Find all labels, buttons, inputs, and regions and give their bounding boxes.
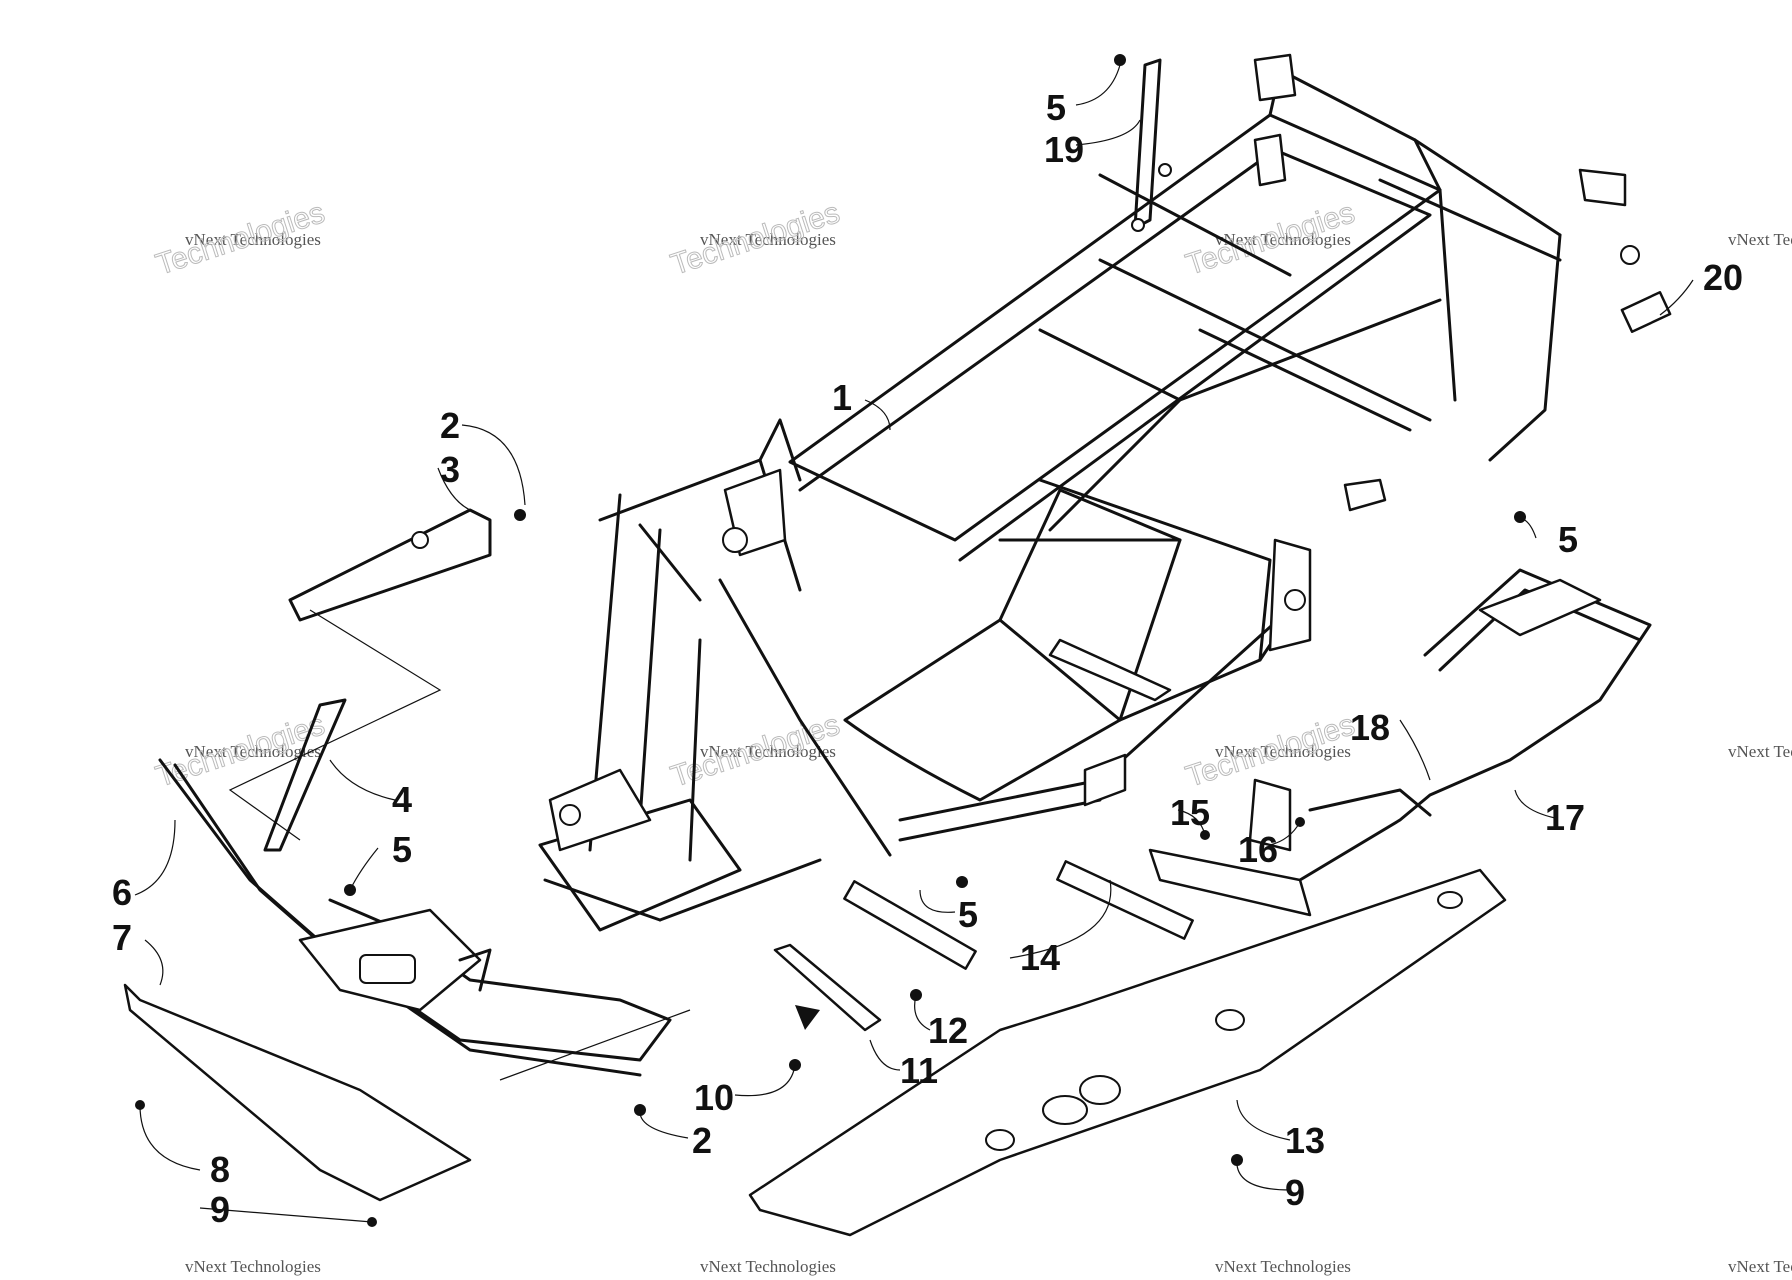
svg-text:vNext Technologies: vNext Technologies — [1215, 230, 1351, 249]
part-17-rear-frame — [1298, 568, 1652, 882]
watermark: vNext Technologies — [700, 1257, 836, 1276]
callout-2: 2 — [440, 405, 460, 446]
watermark: vNext Technologies — [1728, 742, 1792, 761]
callout-16: 16 — [1238, 829, 1278, 870]
callout-5: 5 — [392, 829, 412, 870]
leader-lines — [134, 64, 1694, 1223]
svg-text:vNext Technologies: vNext Technologies — [700, 1257, 836, 1276]
svg-text:vNext Technologies: vNext Technologies — [1728, 742, 1792, 761]
callout-14: 14 — [1020, 937, 1060, 978]
callout-2: 2 — [692, 1120, 712, 1161]
svg-text:vNext Technologies: vNext Technologies — [700, 230, 836, 249]
svg-text:vNext Technologies: vNext Technologies — [700, 742, 836, 761]
callout-5: 5 — [958, 894, 978, 935]
part-3-bracket — [288, 508, 492, 622]
watermark: vNext Technologies — [1215, 1257, 1351, 1276]
callout-20: 20 — [1703, 257, 1743, 298]
svg-text:vNext Technologies: vNext Technologies — [1215, 1257, 1351, 1276]
callout-12: 12 — [928, 1010, 968, 1051]
callout-11: 11 — [900, 1050, 938, 1091]
callout-9: 9 — [1285, 1172, 1305, 1213]
callout-8: 8 — [210, 1149, 230, 1190]
svg-text:vNext Technologies: vNext Technologies — [185, 1257, 321, 1276]
callouts: 1 2 3 2 5 4 5 6 7 8 9 10 11 12 5 14 15 1… — [112, 87, 1743, 1230]
part-13-main-skid-plate — [748, 868, 1507, 1237]
callout-17: 17 — [1545, 797, 1585, 838]
svg-text:vNext Technologies: vNext Technologies — [185, 230, 321, 249]
callout-5: 5 — [1558, 519, 1578, 560]
callout-10: 10 — [694, 1077, 734, 1118]
svg-text:vNext Technologies: vNext Technologies — [185, 742, 321, 761]
callout-5: 5 — [1046, 87, 1066, 128]
svg-text:vNext Technologies: vNext Technologies — [1728, 1257, 1792, 1276]
watermark: vNext Technologies — [1728, 230, 1792, 249]
part-11-bracket — [773, 943, 882, 1032]
callout-7: 7 — [112, 917, 132, 958]
svg-text:vNext Technologies: vNext Technologies — [1215, 742, 1351, 761]
svg-text:vNext Technologies: vNext Technologies — [1728, 230, 1792, 249]
callout-18: 18 — [1350, 707, 1390, 748]
part-4-bracket — [263, 698, 347, 852]
part-20-decal — [1620, 290, 1672, 334]
callout-1: 1 — [832, 377, 852, 418]
part-18-bracket — [1308, 788, 1432, 817]
callout-4: 4 — [392, 779, 412, 820]
callout-15: 15 — [1170, 792, 1210, 833]
callout-9: 9 — [210, 1189, 230, 1230]
part-14-pad — [1056, 860, 1194, 940]
main-frame — [538, 53, 1640, 932]
watermark: vNext Technologies — [185, 1257, 321, 1276]
callout-13: 13 — [1285, 1120, 1325, 1161]
part-14-pad — [843, 880, 977, 970]
part-11-arrow — [795, 1005, 820, 1030]
part-7-front-skid — [123, 983, 472, 1202]
part-6-front-bumper — [158, 758, 672, 1077]
watermark: vNext Technologies — [1728, 1257, 1792, 1276]
callout-3: 3 — [440, 449, 460, 490]
callout-19: 19 — [1044, 129, 1084, 170]
part-15-plate — [1148, 848, 1312, 917]
part-16-bracket — [1248, 778, 1292, 852]
part-19-bracket — [1131, 58, 1172, 232]
callout-6: 6 — [112, 872, 132, 913]
